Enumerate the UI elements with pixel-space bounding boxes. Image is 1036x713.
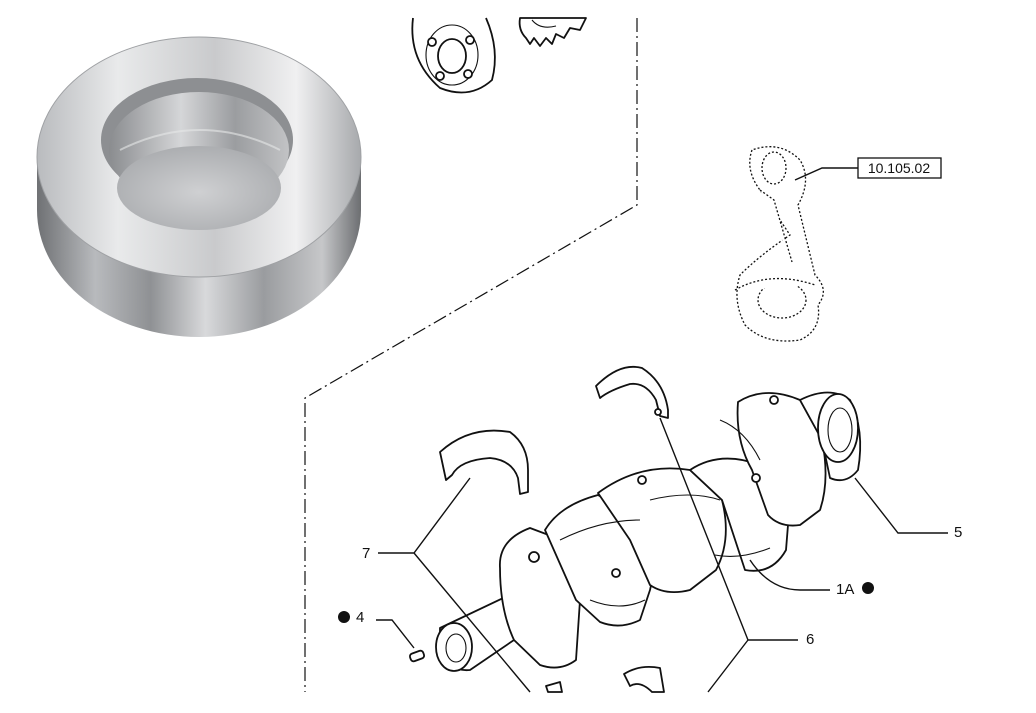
key-marker-dot <box>338 611 350 623</box>
timing-gear-part <box>518 17 587 47</box>
callout-7: 7 <box>362 545 370 562</box>
leader-4 <box>376 619 415 649</box>
ref-leader-line <box>794 167 858 181</box>
callout-4: 4 <box>356 609 364 626</box>
callout-6: 6 <box>806 631 814 648</box>
group-boundary-line <box>304 18 638 692</box>
leader-5 <box>854 477 948 534</box>
ref-box-frame <box>857 157 942 179</box>
bearing-shell-thrust <box>595 365 669 419</box>
bearing-shell-lower <box>623 665 665 693</box>
connecting-rod-reference <box>734 146 824 342</box>
leader-6 <box>659 417 798 693</box>
crankshaft-flange-part <box>411 17 496 94</box>
leader-7 <box>378 477 531 693</box>
bearing-shell-front <box>545 681 563 693</box>
leader-1a <box>749 559 830 591</box>
bearing-shell-upper <box>439 429 529 495</box>
dowel-pin <box>408 649 426 663</box>
ref-box-label: 10.105.02 <box>868 160 930 176</box>
callout-1a: 1A <box>836 581 854 598</box>
key-marker-dot <box>862 582 874 594</box>
callout-5: 5 <box>954 524 962 541</box>
crankshaft <box>435 391 862 672</box>
steel-ring-photo <box>36 36 362 337</box>
